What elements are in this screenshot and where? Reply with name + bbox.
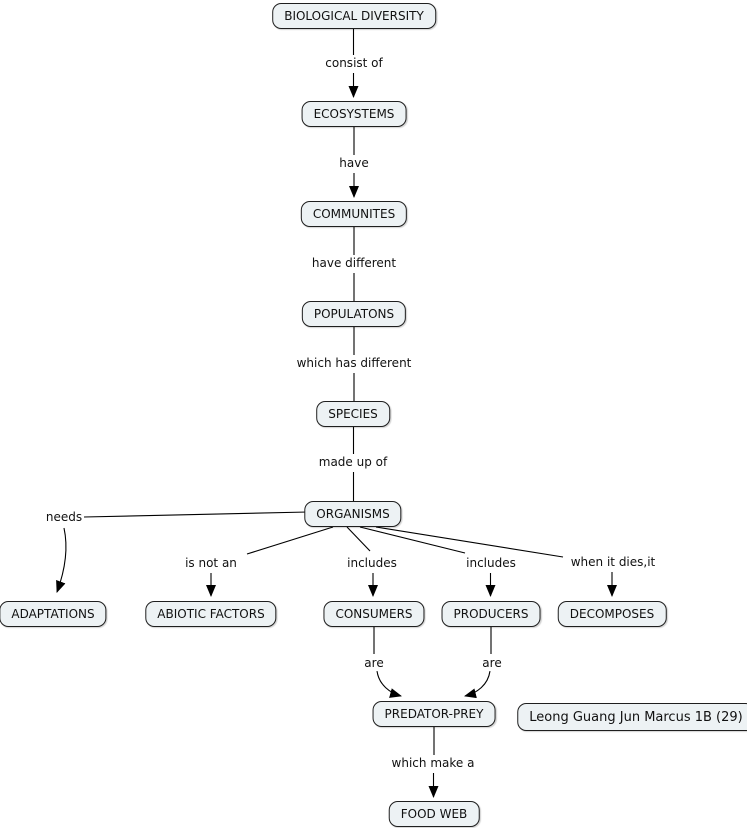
node-producers[interactable]: PRODUCERS <box>441 601 541 627</box>
node-ecosystems[interactable]: ECOSYSTEMS <box>301 101 407 127</box>
node-abiotic-factors[interactable]: ABIOTIC FACTORS <box>145 601 277 627</box>
link-label-have: have <box>338 156 370 171</box>
link-label-needs: needs <box>44 510 84 525</box>
link-label-includes-producers: includes <box>465 556 517 571</box>
node-consumers[interactable]: CONSUMERS <box>323 601 425 627</box>
link-label-are-producers: are <box>481 656 503 671</box>
chain-lines <box>348 27 359 501</box>
bottom-lines <box>373 627 492 798</box>
node-food-web[interactable]: FOOD WEB <box>388 801 480 827</box>
node-predator-prey[interactable]: PREDATOR-PREY <box>372 701 496 727</box>
link-label-when-it-dies-it: when it dies,it <box>569 555 657 570</box>
link-label-have-different: have different <box>310 256 398 271</box>
node-adaptations[interactable]: ADAPTATIONS <box>0 601 107 627</box>
link-label-made-up-of: made up of <box>317 455 389 470</box>
link-label-which-make-a: which make a <box>390 756 476 771</box>
link-label-consist-of: consist of <box>324 56 384 71</box>
link-label-is-not-an: is not an <box>184 556 238 571</box>
node-populatons[interactable]: POPULATONS <box>301 301 407 327</box>
branch-lines <box>56 511 617 597</box>
node-organisms[interactable]: ORGANISMS <box>304 501 402 527</box>
link-label-includes-consumers: includes <box>346 556 398 571</box>
node-decomposes[interactable]: DECOMPOSES <box>557 601 667 627</box>
link-label-are-consumers: are <box>363 656 385 671</box>
signature-box[interactable]: Leong Guang Jun Marcus 1B (29) <box>517 703 747 731</box>
node-communites[interactable]: COMMUNITES <box>300 201 408 227</box>
node-species[interactable]: SPECIES <box>316 401 390 427</box>
node-biological-diversity[interactable]: BIOLOGICAL DIVERSITY <box>272 3 436 29</box>
link-label-which-has-different: which has different <box>295 356 413 371</box>
